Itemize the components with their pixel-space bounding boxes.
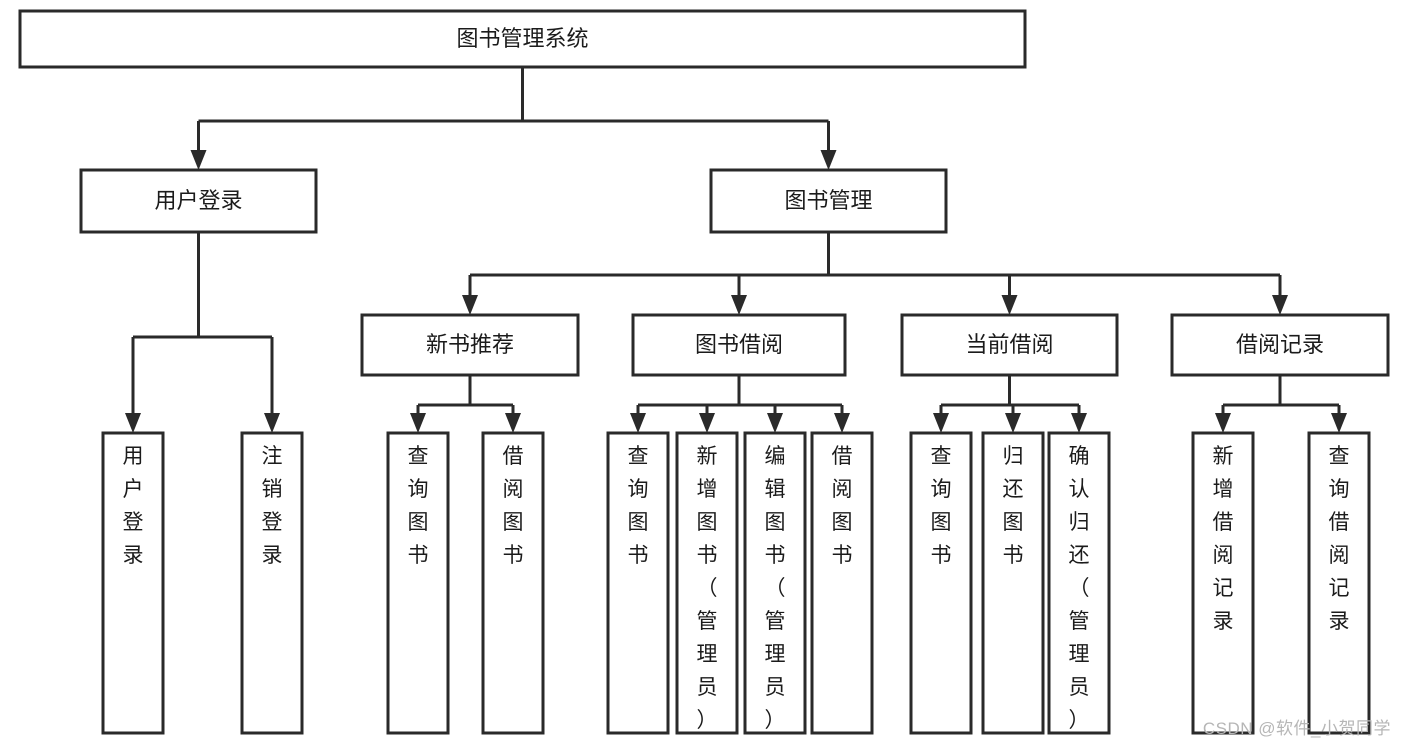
node-leaf-add-book[interactable]: 新增图书（管理员） — [675, 431, 739, 735]
node-label: 图书管理 — [784, 188, 872, 213]
node-leaf-query-book-1[interactable]: 查询图书 — [386, 431, 450, 735]
arrow-head-icon — [505, 413, 521, 433]
arrow-head-icon — [820, 150, 837, 170]
node-label: 借阅图书 — [832, 445, 853, 567]
node-box — [481, 431, 545, 735]
edge-layer — [125, 67, 1347, 433]
arrow-head-icon — [125, 413, 141, 433]
node-leaf-edit-book[interactable]: 编辑图书（管理员） — [743, 431, 807, 735]
node-new-book-rec[interactable]: 新书推荐 — [360, 313, 580, 377]
node-label: 归还图书 — [1003, 445, 1024, 567]
node-leaf-logout[interactable]: 注销登录 — [240, 431, 304, 735]
node-user-login[interactable]: 用户登录 — [79, 168, 318, 234]
node-box — [631, 313, 847, 377]
node-leaf-borrow-book-2[interactable]: 借阅图书 — [810, 431, 874, 735]
node-box — [18, 9, 1027, 69]
node-label: 用户登录 — [123, 445, 144, 567]
node-leaf-confirm-return[interactable]: 确认归还（管理员） — [1047, 431, 1111, 735]
arrow-head-icon — [264, 413, 280, 433]
node-leaf-return-book[interactable]: 归还图书 — [981, 431, 1045, 735]
node-box — [900, 313, 1119, 377]
node-box — [743, 431, 807, 735]
node-label: 查询图书 — [408, 445, 429, 567]
node-box — [1307, 431, 1371, 735]
node-box — [1191, 431, 1255, 735]
node-label: 新增借阅记录 — [1213, 445, 1234, 633]
arrow-head-icon — [1215, 413, 1231, 433]
arrow-head-icon — [933, 413, 949, 433]
arrow-head-icon — [462, 295, 478, 315]
node-label: 新增图书（管理员） — [697, 445, 718, 732]
node-borrow-record[interactable]: 借阅记录 — [1170, 313, 1390, 377]
node-box — [675, 431, 739, 735]
node-box — [810, 431, 874, 735]
node-leaf-add-record[interactable]: 新增借阅记录 — [1191, 431, 1255, 735]
node-label: 编辑图书（管理员） — [765, 445, 786, 732]
node-layer: 图书管理系统用户登录图书管理新书推荐图书借阅当前借阅借阅记录用户登录注销登录查询… — [18, 9, 1390, 735]
node-label: 查询借阅记录 — [1329, 445, 1350, 633]
node-label: 确认归还（管理员） — [1069, 445, 1090, 732]
node-book-borrow[interactable]: 图书借阅 — [631, 313, 847, 377]
arrow-head-icon — [410, 413, 426, 433]
node-label: 当前借阅 — [965, 332, 1053, 357]
node-label: 借阅记录 — [1236, 332, 1324, 357]
node-leaf-query-book-3[interactable]: 查询图书 — [909, 431, 973, 735]
arrow-head-icon — [699, 413, 715, 433]
node-label: 查询图书 — [628, 445, 649, 567]
arrow-head-icon — [1331, 413, 1347, 433]
node-box — [360, 313, 580, 377]
node-box — [1170, 313, 1390, 377]
node-book-manage[interactable]: 图书管理 — [709, 168, 948, 234]
node-box — [101, 431, 165, 735]
node-box — [1047, 431, 1111, 735]
node-label: 注销登录 — [262, 445, 283, 567]
node-box — [709, 168, 948, 234]
node-label: 借阅图书 — [503, 445, 524, 567]
node-box — [606, 431, 670, 735]
arrow-head-icon — [1071, 413, 1087, 433]
node-label: 用户登录 — [154, 188, 242, 213]
watermark-label: CSDN @软件_小贺同学 — [1202, 719, 1391, 738]
node-leaf-user-login[interactable]: 用户登录 — [101, 431, 165, 735]
node-label: 新书推荐 — [426, 332, 514, 357]
arrow-head-icon — [1005, 413, 1021, 433]
node-box — [981, 431, 1045, 735]
arrow-head-icon — [190, 150, 207, 170]
node-box — [240, 431, 304, 735]
node-label: 查询图书 — [931, 445, 952, 567]
node-leaf-borrow-book-1[interactable]: 借阅图书 — [481, 431, 545, 735]
node-leaf-query-book-2[interactable]: 查询图书 — [606, 431, 670, 735]
node-box — [79, 168, 318, 234]
node-current-borrow[interactable]: 当前借阅 — [900, 313, 1119, 377]
node-root[interactable]: 图书管理系统 — [18, 9, 1027, 69]
node-label: 图书管理系统 — [456, 26, 588, 51]
arrow-head-icon — [1272, 295, 1288, 315]
arrow-head-icon — [1001, 295, 1018, 315]
node-box — [909, 431, 973, 735]
node-box — [386, 431, 450, 735]
arrow-head-icon — [731, 295, 747, 315]
arrow-head-icon — [834, 413, 850, 433]
node-label: 图书借阅 — [695, 332, 783, 357]
arrow-head-icon — [767, 413, 783, 433]
arrow-head-icon — [630, 413, 646, 433]
node-leaf-query-record[interactable]: 查询借阅记录 — [1307, 431, 1371, 735]
